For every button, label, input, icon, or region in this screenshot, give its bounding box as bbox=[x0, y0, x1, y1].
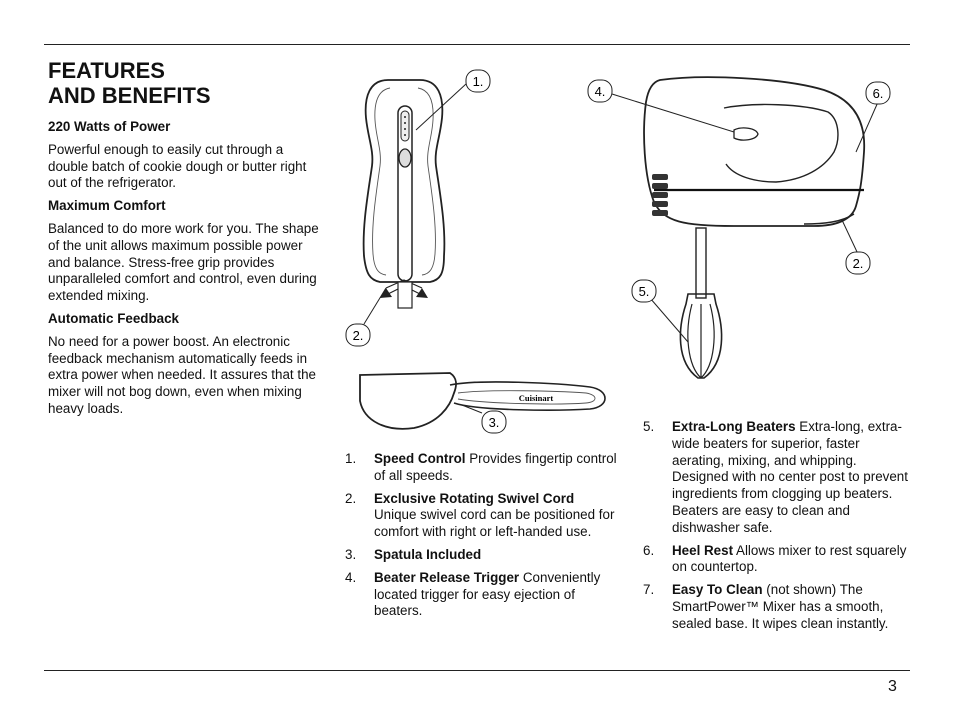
benefit-section: Maximum Comfort Balanced to do more work… bbox=[48, 198, 320, 305]
item-term: Exclusive Rotating Swivel Cord bbox=[374, 490, 575, 506]
item-number: 1. bbox=[345, 451, 357, 466]
top-rule bbox=[44, 44, 910, 45]
item-text: Extra-long, extra-wide beaters for super… bbox=[672, 419, 908, 535]
spatula-illustration: Cuisinart 3. bbox=[359, 372, 606, 434]
benefits-column: 220 Watts of Power Powerful enough to ea… bbox=[48, 119, 320, 424]
page-title: FEATURES AND BENEFITS bbox=[48, 58, 318, 108]
callout-label: 1. bbox=[473, 74, 484, 89]
callout-label: 6. bbox=[873, 86, 884, 101]
page-number: 3 bbox=[888, 678, 897, 695]
list-item: 1. Speed Control Provides fingertip contr… bbox=[345, 451, 617, 485]
list-item: 2. Exclusive Rotating Swivel Cord Unique … bbox=[345, 491, 617, 541]
item-term: Beater Release Trigger bbox=[374, 569, 520, 585]
item-term: Extra-Long Beaters bbox=[672, 419, 796, 434]
benefit-heading: 220 Watts of Power bbox=[48, 119, 171, 134]
list-item: 3. Spatula Included bbox=[345, 547, 617, 564]
spatula-logo: Cuisinart bbox=[519, 393, 554, 403]
handle-opening bbox=[723, 103, 839, 183]
speed-control-button bbox=[398, 148, 412, 168]
callout-label: 4. bbox=[595, 84, 606, 99]
callout-label: 2. bbox=[853, 256, 864, 271]
item-term: Speed Control bbox=[374, 451, 466, 466]
list-item: 4. Beater Release Trigger Conveniently lo… bbox=[345, 570, 617, 620]
item-text: Unique swivel cord can be positioned for… bbox=[374, 507, 615, 540]
item-number: 5. bbox=[643, 419, 655, 434]
item-text: Provides fingertip control of all speeds… bbox=[374, 451, 617, 483]
item-number: 2. bbox=[345, 490, 357, 506]
benefit-body: Powerful enough to easily cut through a … bbox=[48, 141, 307, 191]
benefit-body: No need for a power boost. An electronic… bbox=[48, 333, 316, 416]
benefit-section: Automatic Feedback No need for a power b… bbox=[48, 311, 320, 418]
item-number: 4. bbox=[345, 569, 357, 585]
list-item: 6. Heel Rest Allows mixer to rest squarel… bbox=[643, 543, 911, 577]
item-term: Spatula Included bbox=[374, 546, 482, 562]
beater-whisk bbox=[679, 293, 723, 379]
callout-label: 2. bbox=[353, 328, 364, 343]
benefit-heading: Maximum Comfort bbox=[48, 198, 166, 214]
feature-list-middle: 1. Speed Control Provides fingertip contr… bbox=[345, 451, 617, 626]
benefit-section: 220 Watts of Power Powerful enough to ea… bbox=[48, 119, 320, 192]
item-number: 6. bbox=[643, 542, 655, 558]
title-line-1: FEATURES bbox=[48, 58, 165, 83]
spatula-handle bbox=[449, 381, 606, 411]
bottom-rule bbox=[44, 670, 910, 671]
heel-rest bbox=[803, 213, 855, 225]
beater-release-trigger bbox=[733, 127, 759, 141]
item-term: Heel Rest bbox=[672, 542, 734, 558]
callout-label: 3. bbox=[489, 415, 500, 430]
beater-stem bbox=[695, 227, 707, 299]
mixer-front-illustration: 1. 2. bbox=[345, 69, 491, 347]
vent-grille bbox=[652, 174, 668, 216]
mixer-side-illustration: 4. 6. 2. 5. bbox=[587, 76, 891, 379]
item-term: Easy To Clean bbox=[672, 582, 763, 598]
item-text: Allows mixer to rest squarely on counter… bbox=[672, 542, 907, 575]
item-text: (not shown) The SmartPower™ Mixer has a … bbox=[672, 582, 889, 631]
list-item: 7. Easy To Clean (not shown) The SmartPow… bbox=[643, 582, 911, 632]
item-number: 3. bbox=[345, 546, 357, 562]
spatula-blade bbox=[359, 372, 457, 430]
item-text: Conveniently located trigger for easy ej… bbox=[374, 569, 601, 619]
feature-list-right: 5. Extra-Long Beaters Extra-long, extra-w… bbox=[643, 419, 911, 639]
title-line-2: AND BENEFITS bbox=[48, 83, 211, 108]
benefit-body: Balanced to do more work for you. The sh… bbox=[48, 220, 319, 304]
item-number: 7. bbox=[643, 582, 655, 598]
mixer-front-body bbox=[362, 79, 446, 283]
callout-label: 5. bbox=[639, 284, 650, 299]
list-item: 5. Extra-Long Beaters Extra-long, extra-w… bbox=[643, 419, 911, 537]
benefit-heading: Automatic Feedback bbox=[48, 310, 179, 326]
mixer-side-body bbox=[643, 76, 866, 227]
